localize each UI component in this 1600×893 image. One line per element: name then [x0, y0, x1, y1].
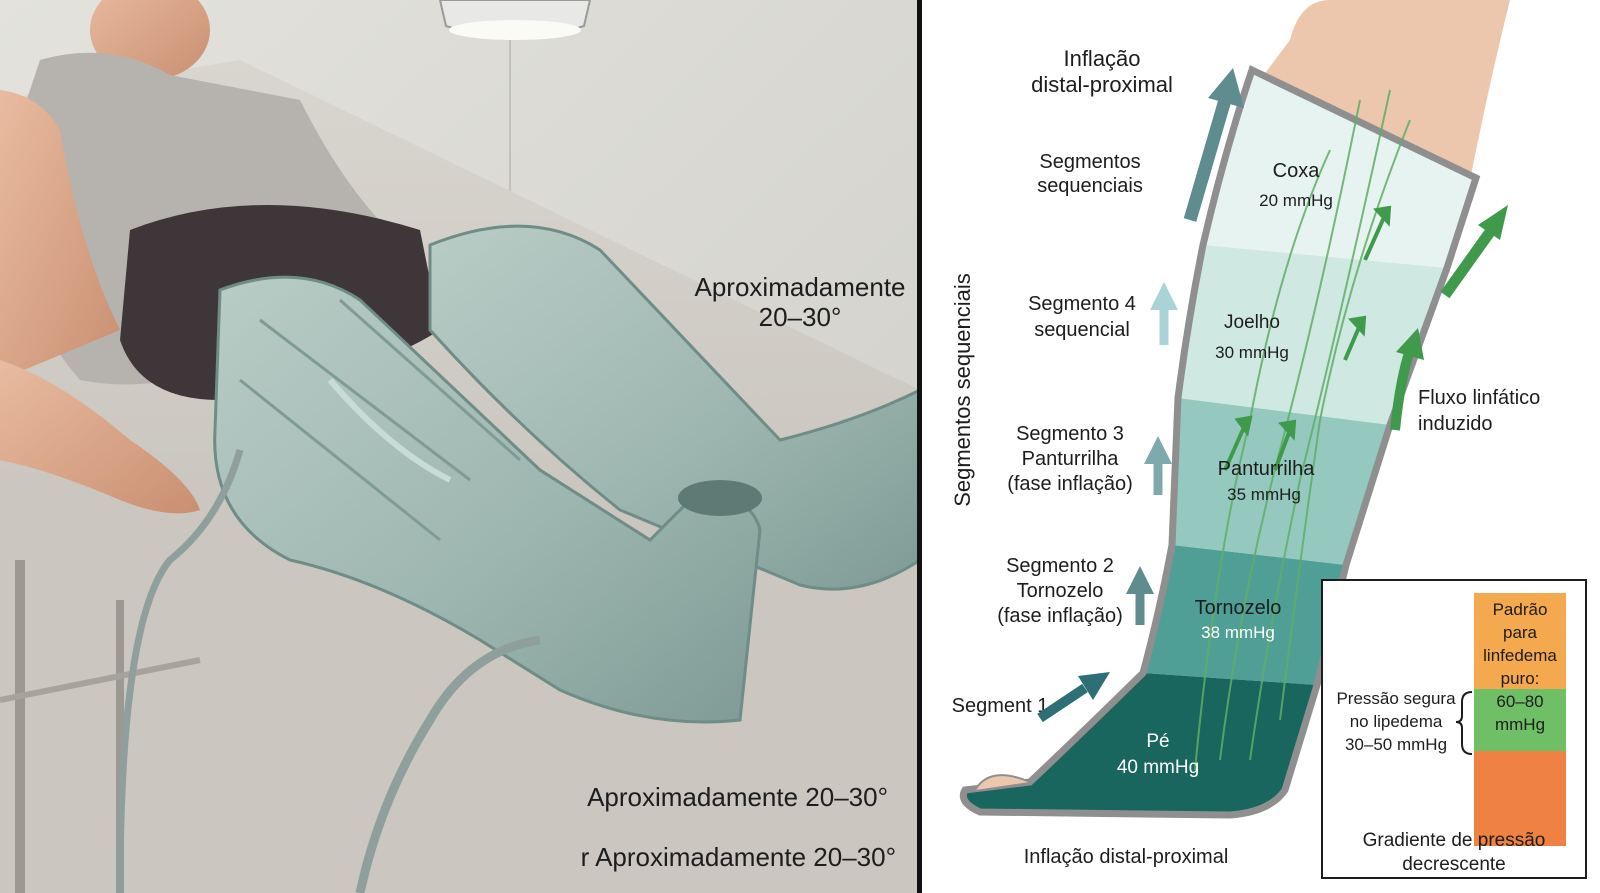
patient-arm	[0, 360, 200, 514]
legend-standard-band	[1474, 593, 1566, 689]
angle-caption-1: Aproximadamente 20–30°	[587, 782, 888, 812]
right-panel: Segmentos sequenciais Coxa 2	[922, 0, 1600, 893]
legend-safe-line2: no lipedema	[1350, 712, 1443, 731]
sequence-arrows	[1037, 68, 1244, 723]
foot-pressure: 40 mmHg	[1117, 757, 1199, 778]
sleeve-outline	[959, 65, 1481, 819]
segment3-label-line3: (fase inflação)	[1007, 473, 1133, 495]
toes	[974, 774, 1031, 791]
segment4-label-line2: sequencial	[1034, 319, 1130, 341]
ankle-name: Tornozelo	[1195, 597, 1282, 619]
legend-caption-line2: decrescente	[1402, 854, 1506, 875]
legend-standard-line1: Padrão	[1493, 600, 1548, 619]
knee-name: Joelho	[1224, 312, 1280, 333]
panel-divider	[917, 0, 922, 893]
ankle-pressure: 38 mmHg	[1201, 623, 1275, 642]
leg-sleeve	[959, 65, 1481, 819]
legend-safe-band	[1474, 689, 1566, 751]
inflation-title-line1: Inflação	[1063, 46, 1140, 71]
segment3-label-line1: Segmento 3	[1016, 423, 1124, 445]
flow-arrows	[1390, 205, 1508, 431]
segment4-label-line1: Segmento 4	[1028, 293, 1136, 315]
air-hoses	[116, 449, 541, 893]
inflation-arrow-large	[1183, 68, 1244, 222]
left-panel: Aproximadamente 20–30° Aproximadamente 2…	[0, 0, 922, 893]
knee-pressure: 30 mmHg	[1215, 343, 1289, 362]
sleeve-opening	[678, 480, 762, 516]
compression-sleeves	[213, 224, 922, 724]
thigh-pressure: 20 mmHg	[1259, 191, 1333, 210]
legend-safe-line1: Pressão segura	[1336, 689, 1456, 708]
segment1-label: Segment 1	[952, 695, 1049, 717]
flow-arrow-upper	[1440, 205, 1508, 299]
segment2-label-line3: (fase inflação)	[997, 605, 1123, 627]
legend-safe-line3: 30–50 mmHg	[1345, 735, 1447, 754]
flow-label-line2: induzido	[1418, 413, 1493, 435]
vertical-title: Segmentos sequenciais	[950, 273, 975, 507]
segment-calf	[1172, 398, 1390, 565]
thigh-skin	[1260, 0, 1510, 180]
legend-standard-line2: para	[1503, 623, 1538, 642]
segment-thigh	[1203, 70, 1476, 268]
seq-label-line1: Segmentos	[1039, 151, 1140, 173]
calf-name: Panturrilha	[1218, 458, 1316, 480]
legend-caption-line1: Gradiente de pressão	[1363, 830, 1546, 851]
pressure-legend: Padrão para linfedema puro: 60–80 mmHg P…	[1321, 579, 1587, 879]
legend-range-line2: mmHg	[1495, 715, 1545, 734]
legend-brace	[1455, 691, 1473, 755]
bottom-caption: Inflação distal-proximal	[1024, 846, 1229, 868]
foot-name: Pé	[1146, 731, 1169, 752]
ceiling-lamp	[438, 0, 592, 40]
angle-label-line1: Aproximadamente	[695, 272, 906, 302]
segment1-arrow	[1037, 672, 1110, 723]
flow-label-line1: Fluxo linfático	[1418, 387, 1540, 409]
legend-standard-line4: puro:	[1501, 669, 1540, 688]
calf-pressure: 35 mmHg	[1227, 485, 1301, 504]
segment2-label-line1: Segmento 2	[1006, 555, 1114, 577]
legend-standard-line3: linfedema	[1483, 646, 1557, 665]
angle-caption-2: r Aproximadamente 20–30°	[581, 842, 896, 872]
thigh-name: Coxa	[1273, 160, 1321, 182]
segment3-arrow	[1144, 436, 1172, 495]
segment-foot	[963, 673, 1317, 815]
angle-label-line2: 20–30°	[759, 302, 842, 332]
segment3-label-line2: Panturrilha	[1022, 448, 1120, 470]
legend-range-line1: 60–80	[1496, 692, 1543, 711]
segment-knee	[1178, 245, 1447, 425]
flow-arrow-lower	[1390, 328, 1424, 431]
legend-lower-band	[1474, 751, 1566, 846]
segment2-label-line2: Tornozelo	[1017, 580, 1104, 602]
segment2-arrow	[1126, 566, 1154, 625]
seq-label-line2: sequenciais	[1037, 175, 1143, 197]
segment4-arrow	[1150, 282, 1178, 345]
segment-ankle	[1143, 545, 1346, 685]
internal-flow-arrows	[1223, 205, 1392, 471]
inflation-title-line2: distal-proximal	[1031, 72, 1173, 97]
